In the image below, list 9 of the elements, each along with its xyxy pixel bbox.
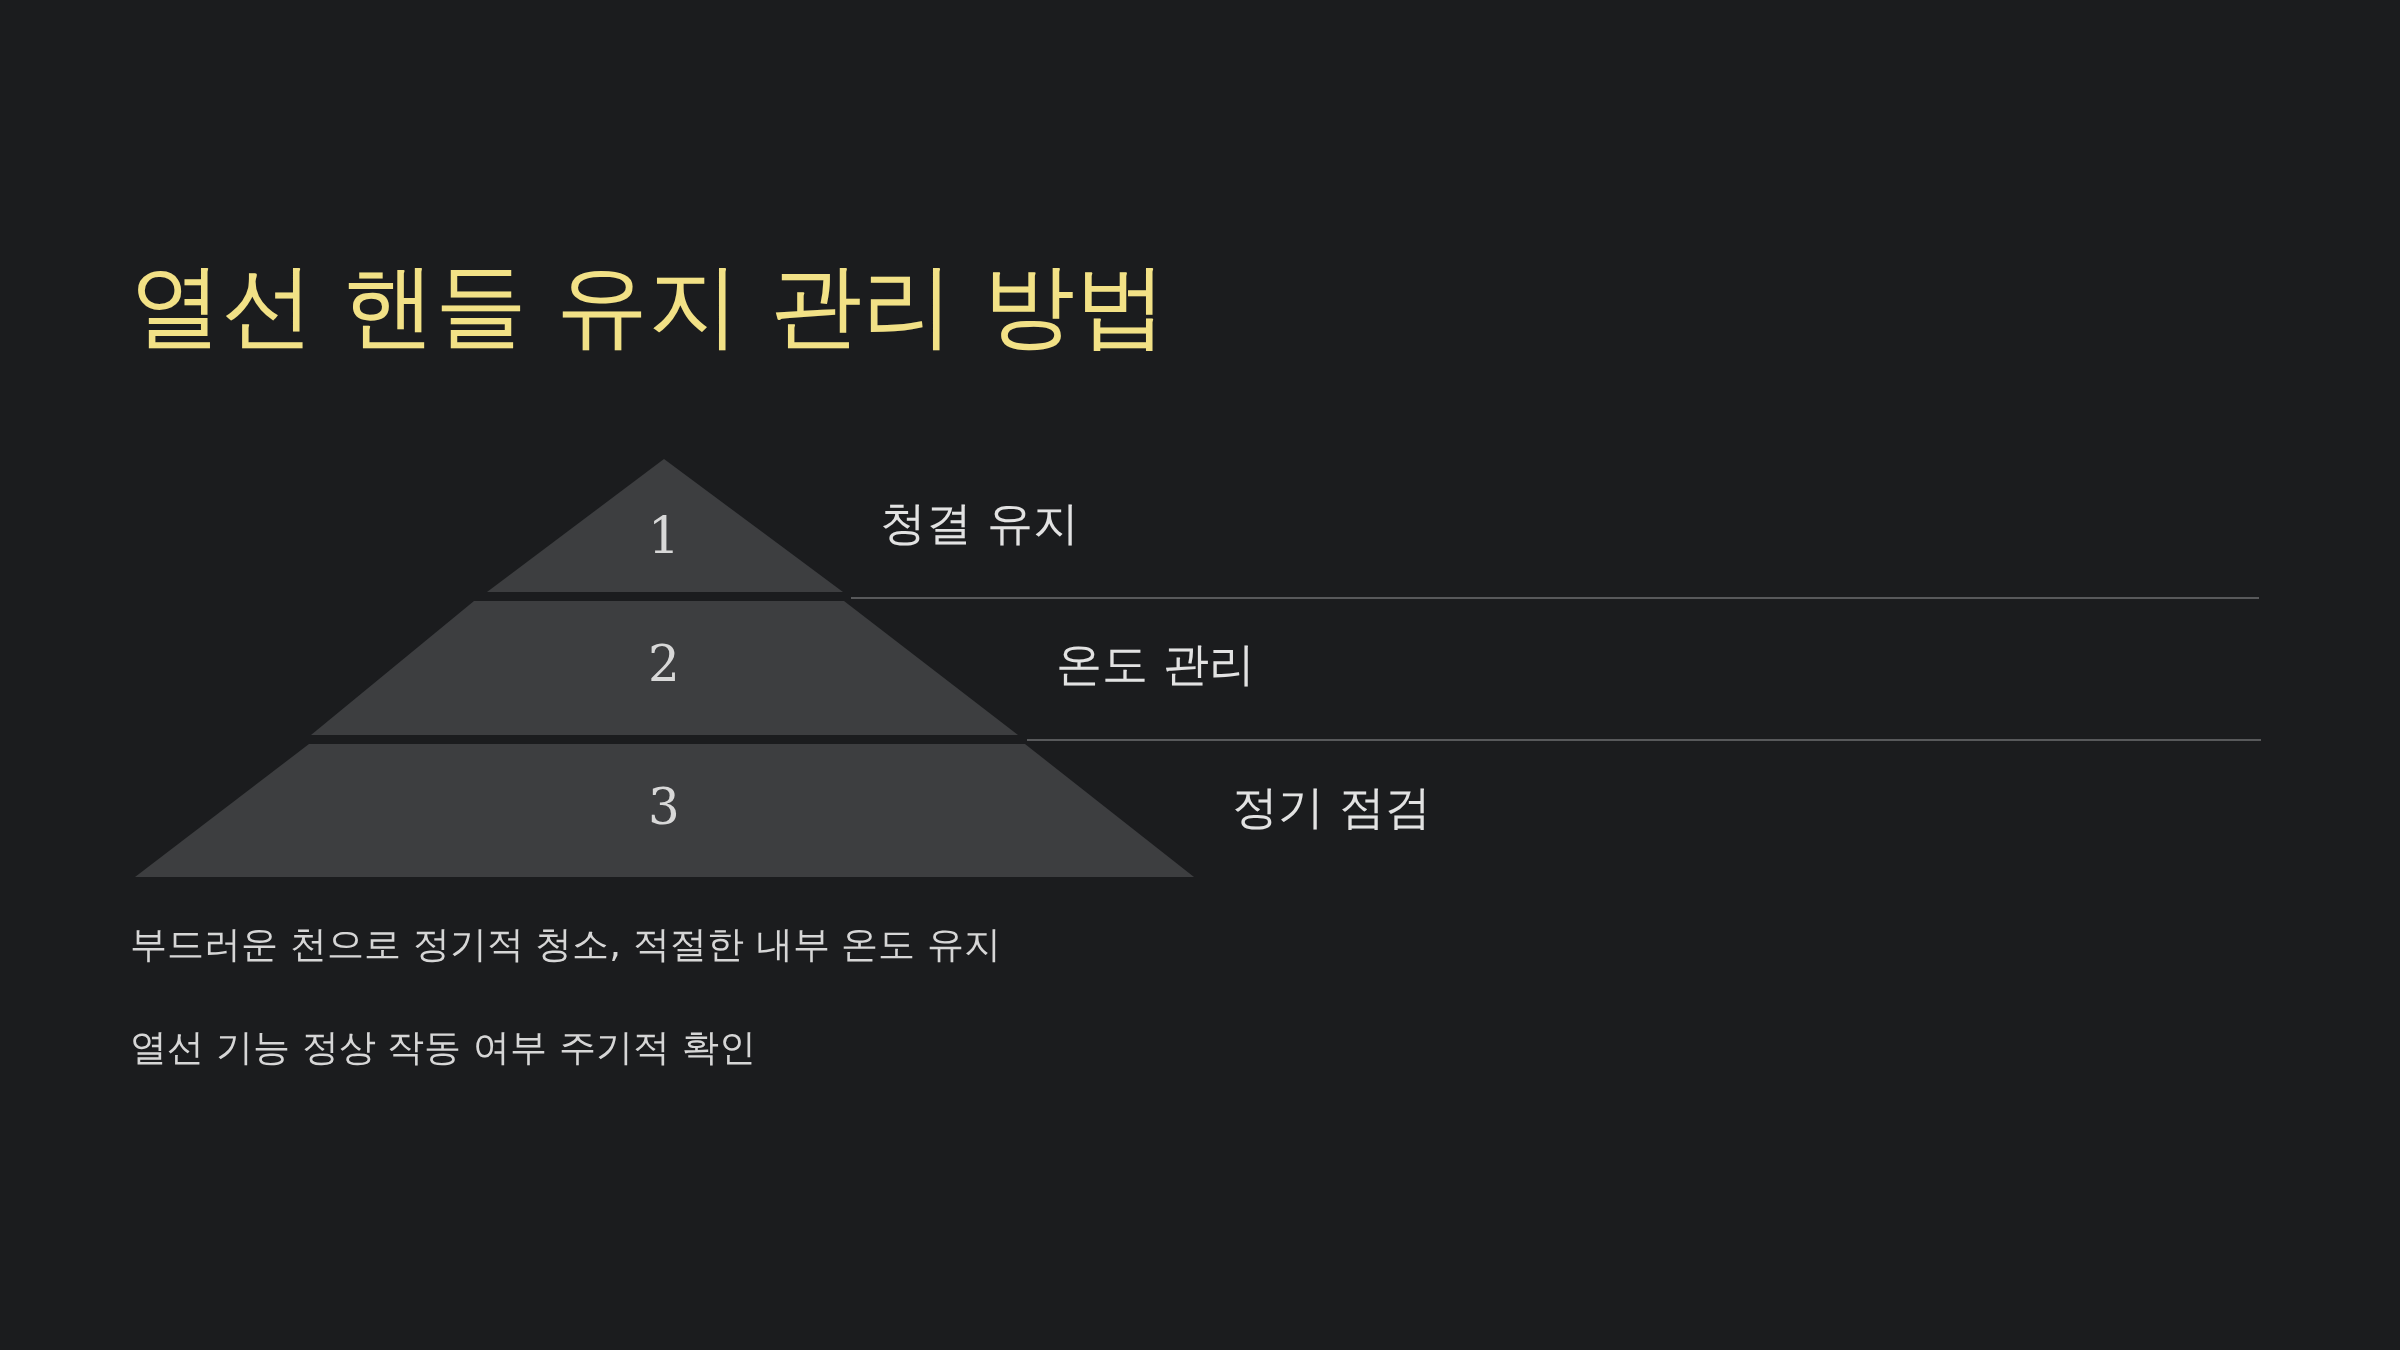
description-text: 열선 기능 정상 작동 여부 주기적 확인 [130,1028,756,1066]
tier-number: 2 [648,639,680,689]
tier-number: 3 [648,782,680,832]
tier-number: 1 [648,511,680,561]
tier-label: 청결 유지 [880,500,1079,546]
tier-label: 온도 관리 [1056,641,1255,687]
tier-label: 정기 점검 [1232,784,1431,830]
slide-title: 열선 핸들 유지 관리 방법 [130,255,1167,357]
description-text: 부드러운 천으로 정기적 청소, 적절한 내부 온도 유지 [130,925,1002,963]
